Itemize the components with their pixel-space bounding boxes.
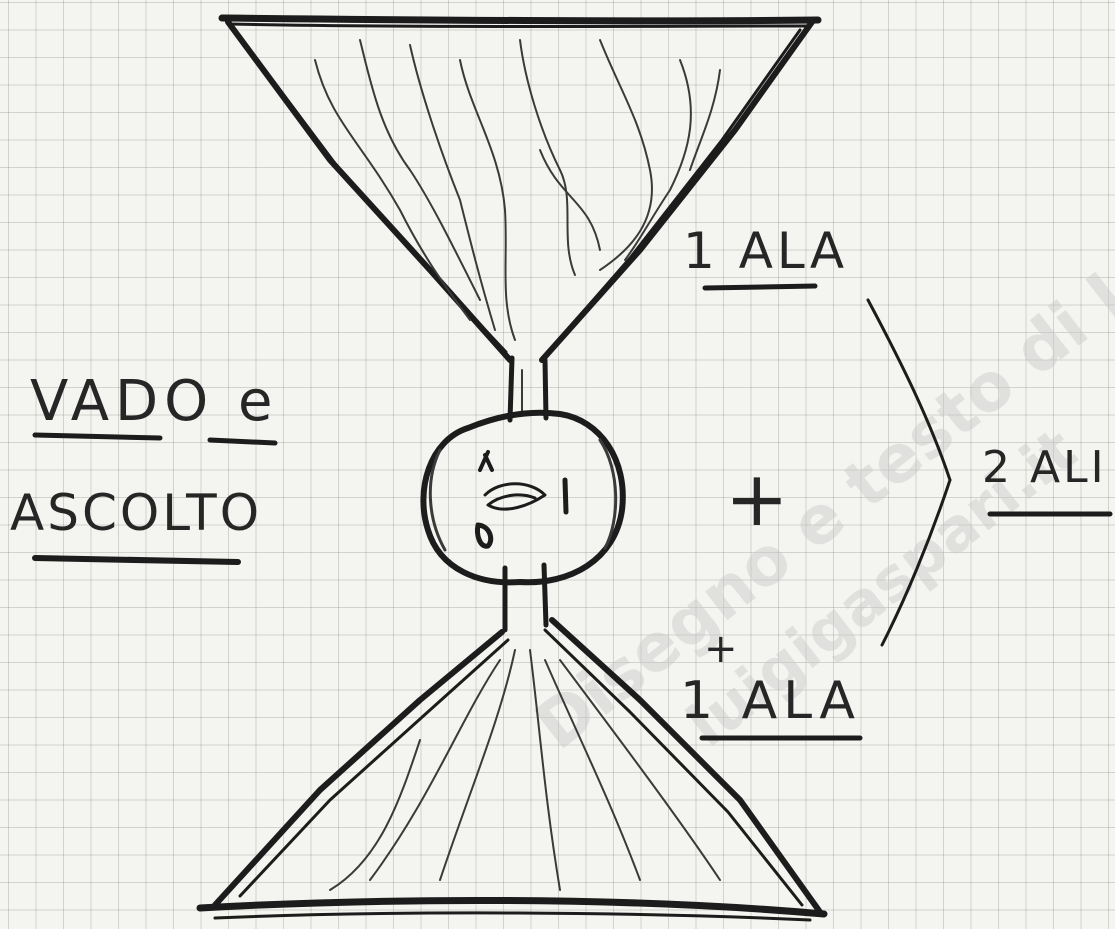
top-right-label: 1 ALA (683, 222, 848, 288)
plus-sign-text: + (725, 454, 789, 543)
label-1-ala-top: 1 ALA (683, 222, 848, 280)
head-ball (423, 413, 622, 583)
label-2-ali: 2 ALI (982, 442, 1107, 493)
left-label: VADO e ASCOLTO (10, 369, 279, 562)
small-plus-text: + (704, 626, 738, 672)
label-1-ala-bottom: 1 ALA (680, 671, 861, 731)
plus-sign: + (725, 454, 789, 543)
label-vado-e: VADO e (30, 369, 279, 434)
lower-neck (505, 565, 546, 630)
upper-funnel (222, 18, 818, 360)
label-ascolto: ASCOLTO (10, 484, 262, 542)
